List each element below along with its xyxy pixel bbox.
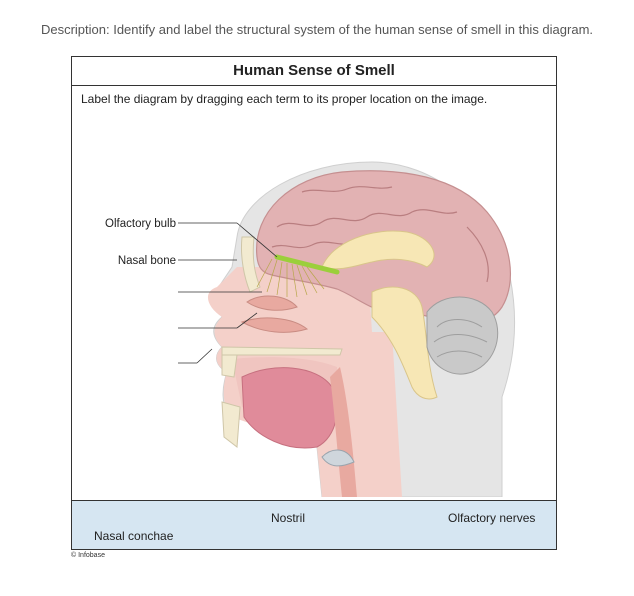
olfactory-diagram: Olfactory bulb Nasal bone — [105, 161, 516, 497]
olfactory-nerve-fibers — [256, 258, 325, 298]
pharynx — [330, 367, 357, 497]
olfactory-tract — [274, 254, 340, 275]
tongue — [241, 367, 338, 449]
term-nostril[interactable]: Nostril — [271, 511, 306, 525]
term-bank: Nostril Olfactory nerves Nasal conchae — [72, 500, 556, 549]
term-olfactory-nerves[interactable]: Olfactory nerves — [448, 511, 536, 525]
corpus-callosum — [321, 230, 435, 270]
nasal-conchae — [240, 295, 309, 333]
epiglottis — [321, 449, 355, 467]
panel-title: Human Sense of Smell — [72, 57, 556, 86]
description-text: Description: Identify and label the stru… — [40, 22, 594, 37]
infobase-credit: © Infobase — [71, 552, 105, 559]
brainstem — [371, 286, 438, 400]
lower-jaw — [221, 401, 241, 448]
frontal-bone — [241, 236, 261, 293]
label-nasal-bone: Nasal bone — [118, 255, 176, 267]
hard-palate — [221, 346, 343, 356]
instruction-text: Label the diagram by dragging each term … — [81, 92, 488, 106]
term-nasal-conchae[interactable]: Nasal conchae — [94, 529, 174, 543]
labeling-panel: Human Sense of Smell Label the diagram b… — [71, 56, 557, 550]
cerebellum — [426, 296, 499, 375]
upper-jaw — [221, 354, 238, 378]
label-olfactory-bulb: Olfactory bulb — [105, 218, 176, 230]
